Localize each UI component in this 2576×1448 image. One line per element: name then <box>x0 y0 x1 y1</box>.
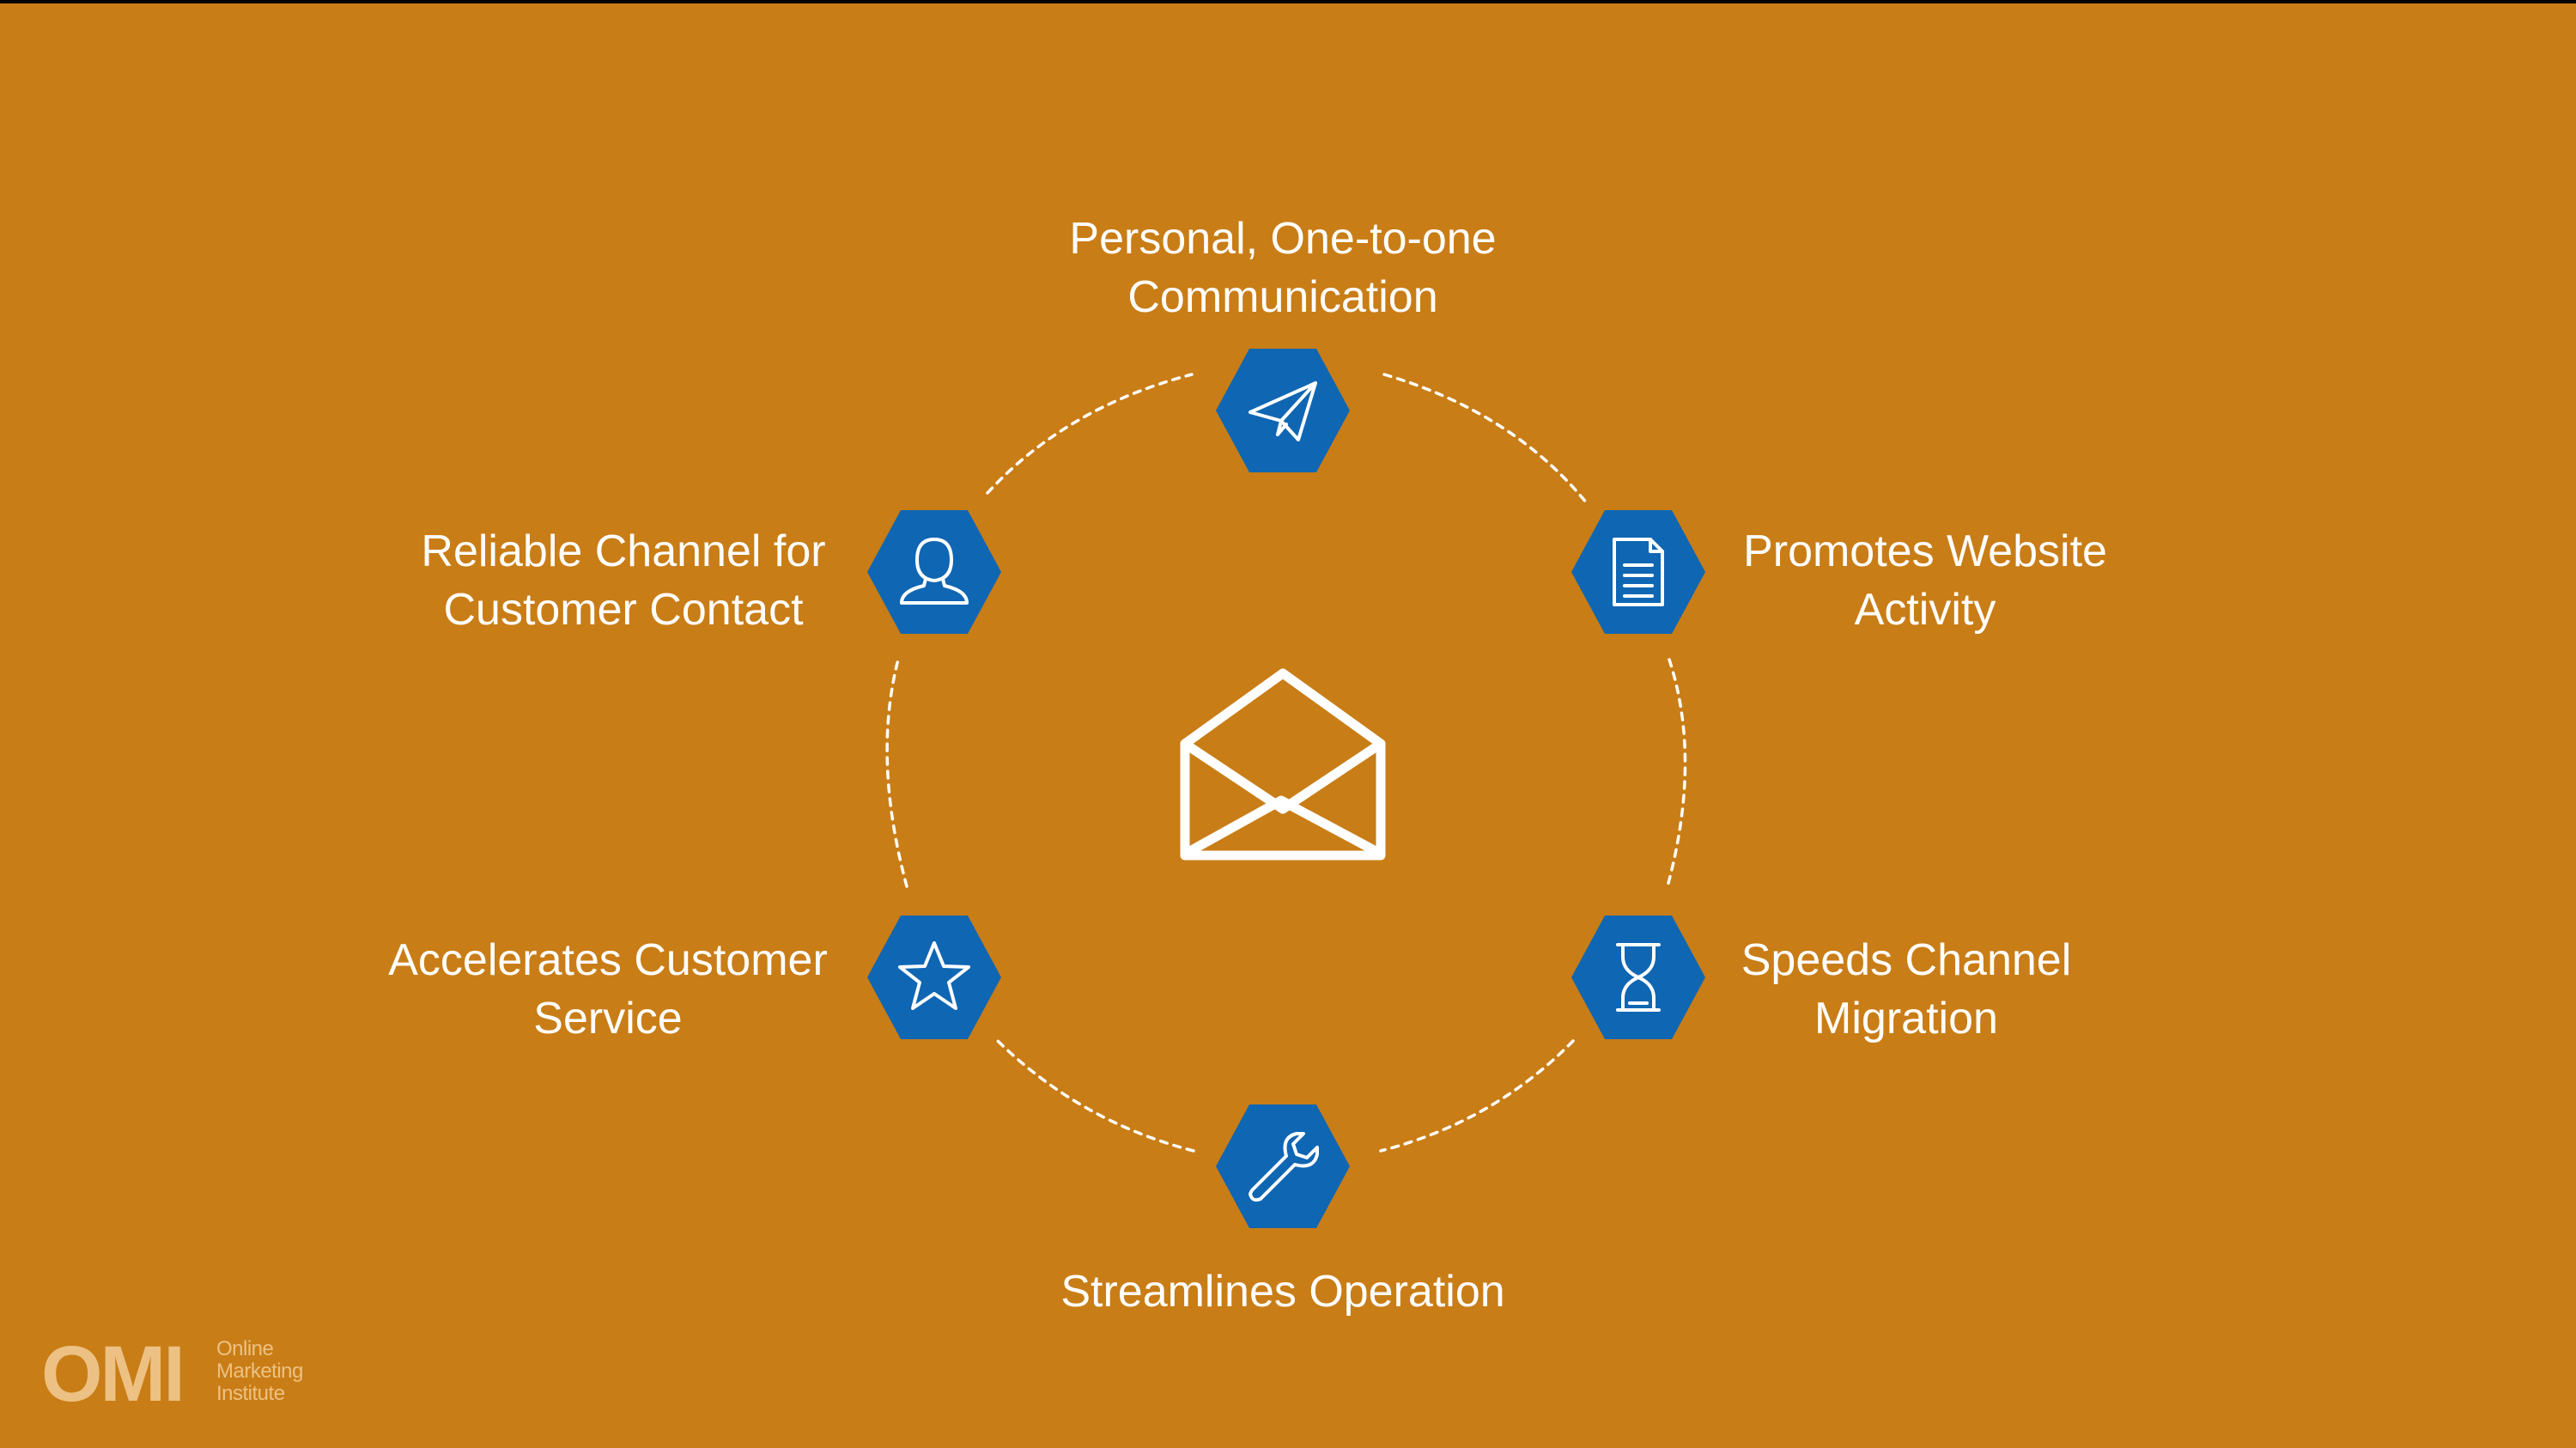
logo-text: Online Marketing Institute <box>216 1338 337 1405</box>
node-label-top: Personal, One-to-one Communication <box>1069 210 1496 326</box>
node-label-upper-right: Promotes Website Activity <box>1743 522 2107 639</box>
label-line: Personal, One-to-one <box>1069 214 1497 264</box>
label-line: Reliable Channel for <box>421 526 826 576</box>
ring-segment-bottom-right <box>1379 1039 1575 1153</box>
node-label-bottom: Streamlines Operation <box>1060 1262 1504 1321</box>
node-label-upper-left: Reliable Channel for Customer Contact <box>421 522 825 639</box>
ring-segment-bottom-left <box>996 1039 1195 1153</box>
wrench-icon <box>1249 1132 1319 1202</box>
label-line: Speeds Channel <box>1741 935 2072 985</box>
diagram-canvas <box>867 349 1705 1228</box>
label-line: Promotes Website <box>1743 526 2107 576</box>
node-label-lower-right: Speeds Channel Migration <box>1741 931 2072 1048</box>
label-line: Activity <box>1854 585 1996 635</box>
label-line: Streamlines Operation <box>1060 1267 1505 1317</box>
ring-segment-left <box>885 658 908 888</box>
label-line: Service <box>533 994 683 1043</box>
node-hexagon <box>867 916 1001 1039</box>
hourglass-icon <box>1616 943 1661 1012</box>
star-icon <box>898 941 970 1010</box>
slide: Personal, One-to-one Communication Promo… <box>0 3 2576 1448</box>
label-line: Migration <box>1814 994 1998 1043</box>
node-hexagon <box>867 510 1001 634</box>
node-lower-right <box>1571 916 1705 1039</box>
open-envelope-icon <box>1180 668 1386 861</box>
dashed-ring <box>885 373 1687 1153</box>
node-lower-left <box>867 916 1001 1039</box>
node-upper-right <box>1571 510 1705 634</box>
logo-text-line: Institute <box>216 1382 285 1405</box>
node-label-lower-left: Accelerates Customer Service <box>388 931 828 1048</box>
node-bottom <box>1216 1104 1350 1228</box>
label-line: Accelerates Customer <box>388 935 828 985</box>
logo-text-line: Marketing <box>216 1360 303 1383</box>
logo-text-line: Online <box>216 1337 274 1360</box>
ring-segment-top-left <box>986 373 1194 495</box>
node-hexagon <box>1216 1104 1350 1228</box>
node-hexagon <box>1216 349 1350 472</box>
ring-segment-right <box>1666 658 1687 888</box>
node-upper-left <box>867 510 1001 634</box>
user-icon <box>900 538 969 605</box>
label-line: Customer Contact <box>443 585 804 635</box>
node-top <box>1216 349 1350 472</box>
label-line: Communication <box>1127 272 1438 322</box>
logo-mark: OMI <box>41 1330 185 1418</box>
node-hexagon <box>1571 510 1705 634</box>
omi-logo: OMI Online Marketing Institute <box>41 1330 333 1418</box>
ring-segment-top-right <box>1382 373 1589 505</box>
document-icon <box>1613 538 1664 606</box>
paper-plane-icon <box>1249 381 1317 441</box>
